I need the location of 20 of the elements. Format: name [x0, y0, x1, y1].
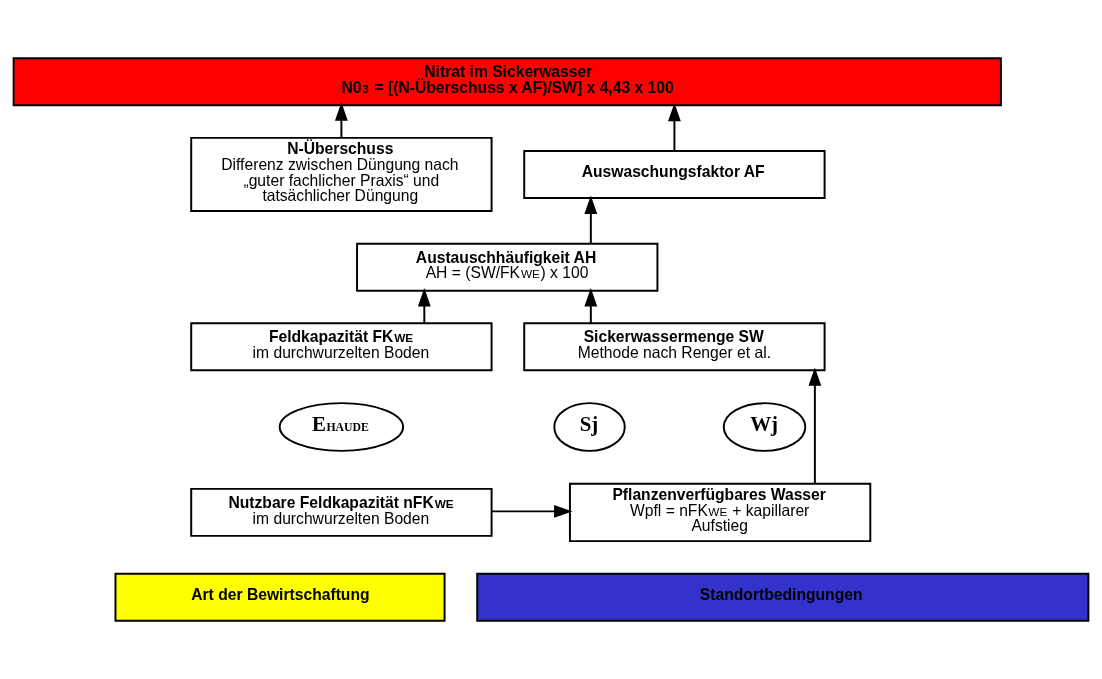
node-ellipse: Wj — [722, 402, 807, 452]
node-ellipse: EHAUDE — [278, 402, 405, 452]
node-box: Standortbedingungen — [476, 572, 1090, 622]
arrow — [584, 195, 598, 245]
arrow — [668, 102, 681, 152]
node-box: Feldkapazität FKWE im durchwurzelten Boden — [190, 322, 493, 372]
node-box: Auswaschungsfaktor AF — [523, 149, 826, 199]
node-box: Nitrat im Sickerwasser N03 = [(N-Überschuss x AF)/SW] x 4,43 x 100 — [12, 57, 1002, 107]
node-box: Nutzbare Feldkapazität nFKWE im durchwurzelten Boden — [190, 487, 493, 537]
arrow — [335, 102, 348, 139]
arrow — [808, 367, 822, 485]
node-box: Austauschhäufigkeit AH AH = (SW/FKWE) x 100 — [356, 242, 659, 292]
node-box: Sickerwassermenge SW Methode nach Renger et al. — [523, 322, 826, 372]
node-box: Pflanzenverfügbares Wasser Wpfl = nFKWE + kapillarer Aufstieg — [568, 482, 872, 543]
arrow — [417, 288, 431, 324]
arrow — [490, 504, 573, 518]
node-box: Art der Bewirtschaftung — [114, 572, 446, 622]
node-box: N-Überschuss Differenz zwischen Düngung nach „guter fachlicher Praxis“ und tatsächlicher Düngung — [190, 136, 493, 212]
arrow — [584, 288, 598, 324]
node-ellipse: Sj — [553, 402, 626, 452]
